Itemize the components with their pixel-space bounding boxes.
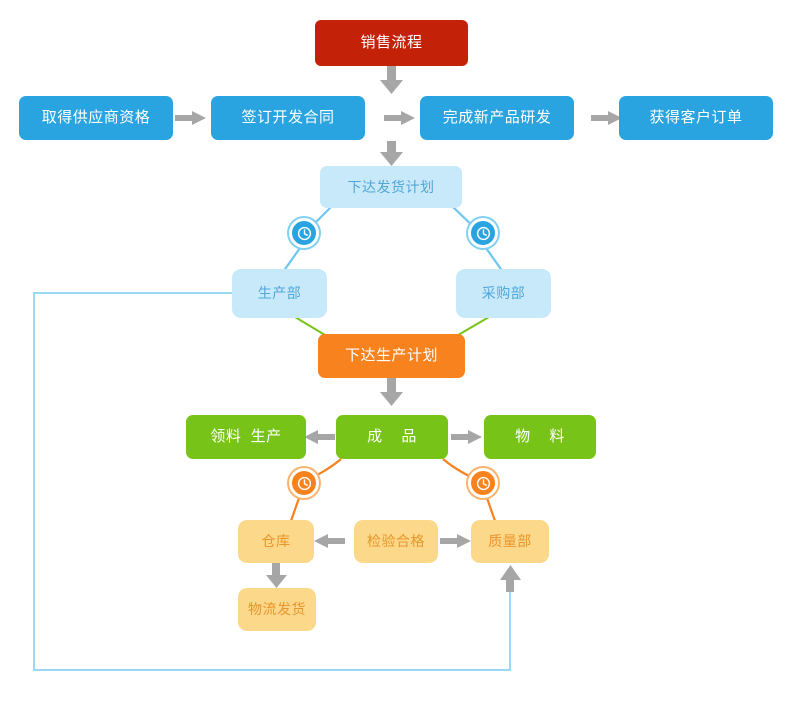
- node-supplier-qualification[interactable]: 取得供应商资格: [19, 96, 173, 140]
- arrow-supplier-to-contract: [175, 111, 206, 125]
- clock-icon: [297, 226, 311, 240]
- line-badge-to-quality: [485, 497, 497, 522]
- arrow-sales-to-row: [380, 66, 403, 94]
- clock-icon: [476, 476, 490, 490]
- node-logistics-shipment[interactable]: 物流发货: [238, 588, 316, 631]
- arrow-finished-to-material: [451, 430, 482, 444]
- clock-badge-quality[interactable]: [468, 468, 498, 498]
- node-material[interactable]: 物 料: [484, 415, 596, 459]
- clock-badge-purchasing[interactable]: [468, 218, 498, 248]
- node-purchasing-department[interactable]: 采购部: [456, 269, 551, 318]
- node-production-department[interactable]: 生产部: [232, 269, 327, 318]
- node-warehouse[interactable]: 仓库: [238, 520, 314, 563]
- node-inspection-passed[interactable]: 检验合格: [354, 520, 438, 563]
- node-finished-goods[interactable]: 成 品: [336, 415, 448, 459]
- clock-icon: [476, 226, 490, 240]
- node-new-product-rnd[interactable]: 完成新产品研发: [420, 96, 574, 140]
- node-quality-department[interactable]: 质量部: [471, 520, 549, 563]
- arrow-rnd-to-shipplan: [380, 141, 403, 166]
- arrow-finished-to-picking: [304, 430, 335, 444]
- node-customer-order[interactable]: 获得客户订单: [619, 96, 773, 140]
- arrow-inspection-to-warehouse: [314, 534, 345, 548]
- node-development-contract[interactable]: 签订开发合同: [211, 96, 365, 140]
- node-production-plan[interactable]: 下达生产计划: [318, 334, 465, 378]
- clock-badge-warehouse[interactable]: [289, 468, 319, 498]
- node-sales-process[interactable]: 销售流程: [315, 20, 468, 66]
- line-badge-to-warehouse: [289, 497, 301, 522]
- arrow-plan-to-finished: [380, 378, 403, 406]
- node-picking-production[interactable]: 领料 生产: [186, 415, 306, 459]
- arrow-inspection-to-quality: [440, 534, 471, 548]
- arrow-warehouse-to-logistics: [266, 563, 287, 588]
- arrow-rnd-to-order: [591, 111, 622, 125]
- loop-arrowhead: [500, 565, 521, 592]
- clock-badge-production[interactable]: [289, 218, 319, 248]
- node-shipping-plan[interactable]: 下达发货计划: [320, 166, 462, 208]
- arrow-contract-to-rnd: [384, 111, 415, 125]
- clock-icon: [297, 476, 311, 490]
